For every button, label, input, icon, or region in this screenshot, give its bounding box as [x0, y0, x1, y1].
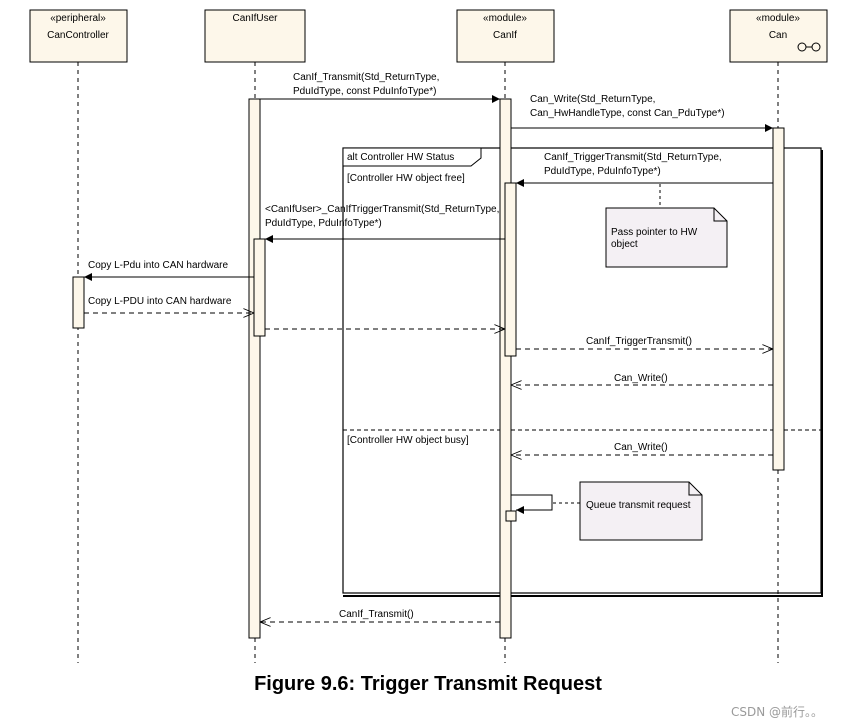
note-queue-transmit: Queue transmit request [553, 481, 703, 541]
activation-canif-user [248, 98, 261, 639]
message-label: CanIf_Transmit() [339, 609, 414, 620]
message-label: Can_Write() [614, 442, 668, 453]
note-text: Pass pointer to HW [611, 227, 698, 238]
message-label: PduIdType, PduInfoType*) [265, 218, 382, 229]
fragment-label: alt Controller HW Status [347, 152, 454, 163]
message-label: PduIdType, const PduInfoType*) [293, 86, 436, 97]
subsystem-icon [797, 42, 821, 52]
note-text: object [611, 239, 638, 250]
message-label: <CanIfUser>_CanIfTriggerTransmit(Std_Ret… [265, 204, 499, 215]
message-label: CanIf_TriggerTransmit(Std_ReturnType, [544, 152, 722, 163]
lifeline-name: Can [769, 30, 787, 41]
guard-busy: [Controller HW object busy] [347, 435, 469, 446]
stereotype-label: «module» [756, 13, 800, 24]
activation-canif-user-nested [253, 238, 266, 337]
message-label: CanIf_TriggerTransmit() [586, 336, 692, 347]
activation-can-controller [72, 276, 85, 329]
activation-canif-nested [504, 182, 517, 357]
message-label: Copy L-PDU into CAN hardware [88, 296, 232, 307]
note-pass-pointer: Pass pointer to HW object [605, 184, 728, 268]
lifeline-name: CanIfUser [232, 13, 278, 24]
lifeline-name: CanIf [493, 30, 517, 41]
self-message-queue [511, 494, 553, 514]
lifeline-can: «module» Can [729, 9, 828, 63]
message-label: PduIdType, PduInfoType*) [544, 166, 661, 177]
message-label: Copy L-Pdu into CAN hardware [88, 260, 229, 271]
stereotype-label: «peripheral» [50, 13, 106, 24]
message-label: Can_HwHandleType, const Can_PduType*) [530, 108, 725, 119]
lifeline-canif-user: CanIfUser [204, 9, 306, 63]
figure-caption: Figure 9.6: Trigger Transmit Request [254, 673, 602, 695]
lifeline-name: CanController [47, 30, 109, 41]
guard-free: [Controller HW object free] [347, 173, 465, 184]
message-label: CanIf_Transmit(Std_ReturnType, [293, 72, 439, 83]
activation-canif [499, 98, 512, 639]
watermark: CSDN @前行。。 [731, 704, 823, 719]
stereotype-label: «module» [483, 13, 527, 24]
lifeline-canif: «module» CanIf [456, 9, 555, 63]
message-label: Can_Write(Std_ReturnType, [530, 94, 655, 105]
lifeline-can-controller: «peripheral» CanController [29, 9, 128, 63]
note-text: Queue transmit request [586, 500, 691, 511]
alt-fragment: alt Controller HW Status [Controller HW … [342, 147, 823, 597]
activation-canif-self [505, 510, 517, 522]
activation-can [772, 127, 785, 471]
message-label: Can_Write() [614, 373, 668, 384]
